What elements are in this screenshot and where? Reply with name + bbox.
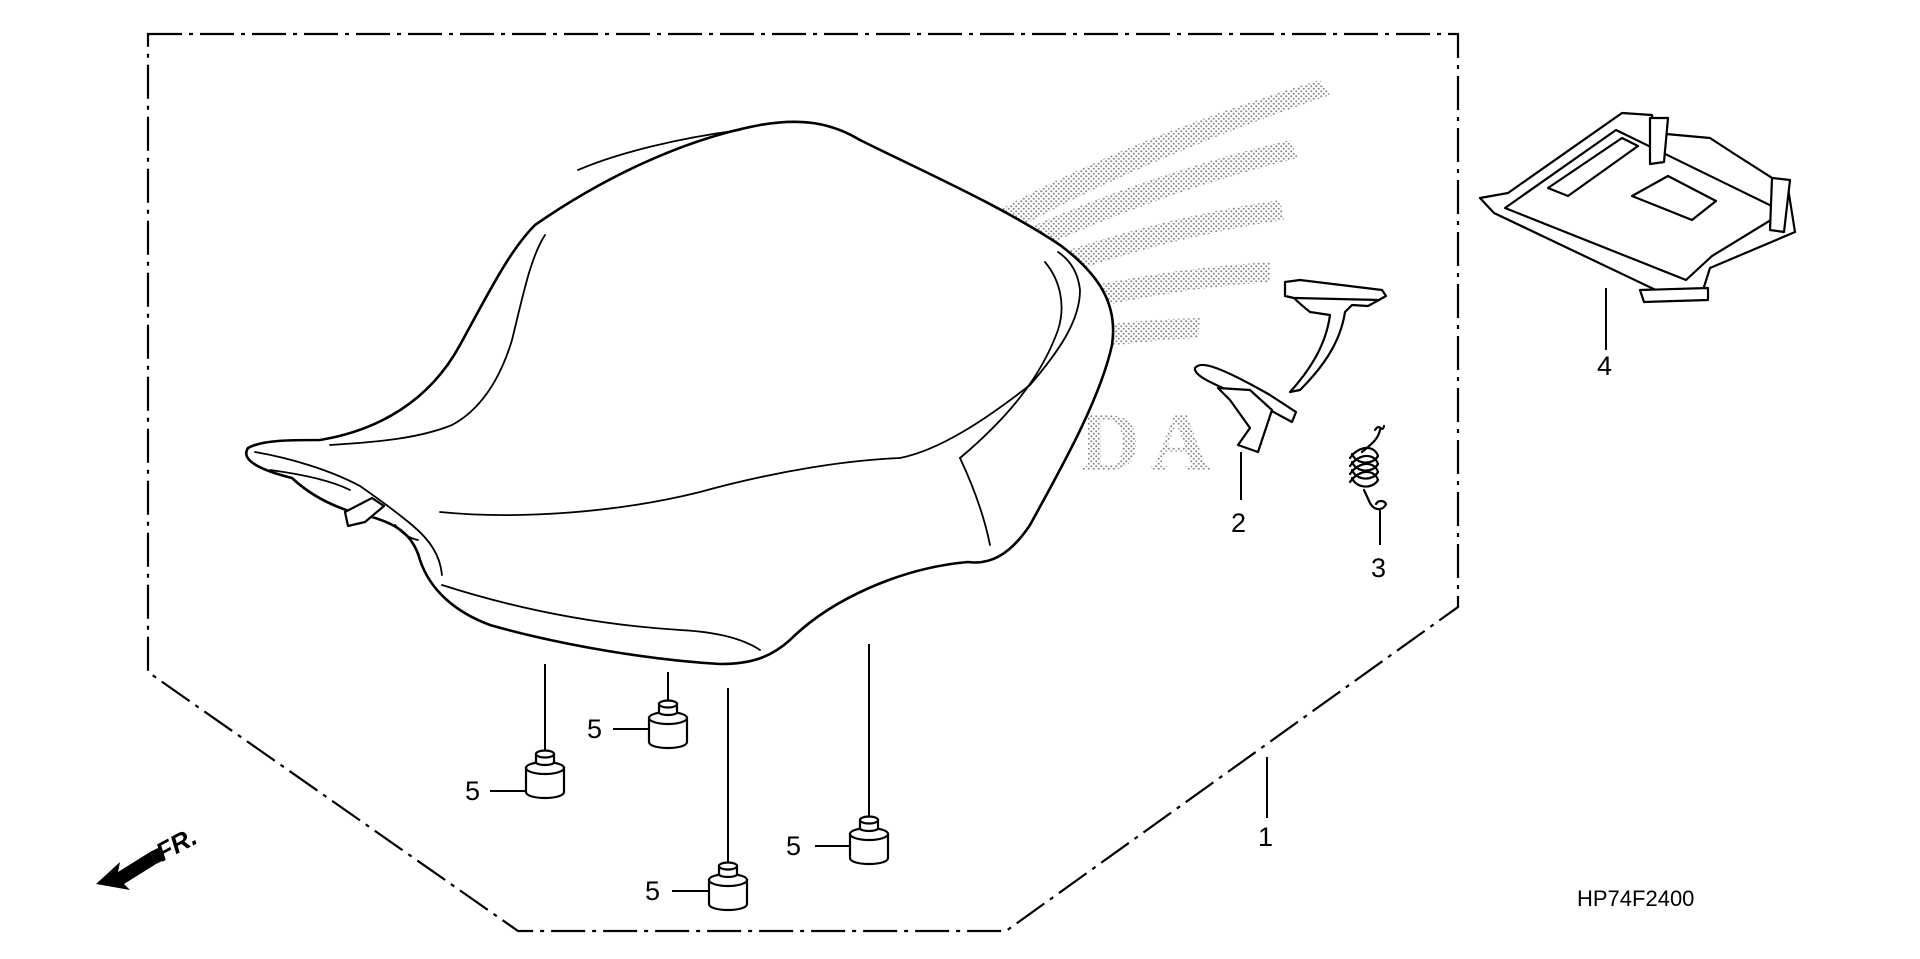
seat-illustration <box>245 120 1115 666</box>
callout-5d: 5 <box>786 831 801 861</box>
front-direction-indicator: FR. <box>96 821 202 890</box>
cushion-d <box>848 815 890 866</box>
assembly-boundary <box>146 32 1460 933</box>
seat-latch-illustration <box>1193 278 1388 454</box>
cushion-c <box>707 861 749 912</box>
spring-illustration <box>1348 424 1388 511</box>
cushion-a <box>524 749 566 800</box>
callout-5c: 5 <box>645 876 660 906</box>
callout-2: 2 <box>1231 508 1246 538</box>
storage-tray-illustration <box>1478 111 1797 304</box>
front-arrow-icon <box>96 852 156 890</box>
callout-1: 1 <box>1258 822 1273 852</box>
callout-5b: 5 <box>587 714 602 744</box>
cushion-illustrations <box>524 699 890 912</box>
callout-4: 4 <box>1597 351 1612 381</box>
callout-3: 3 <box>1371 553 1386 583</box>
callout-5a: 5 <box>465 776 480 806</box>
drawing-code: HP74F2400 <box>1577 886 1694 911</box>
cushion-b <box>647 699 689 750</box>
leader-lines <box>490 288 1607 892</box>
